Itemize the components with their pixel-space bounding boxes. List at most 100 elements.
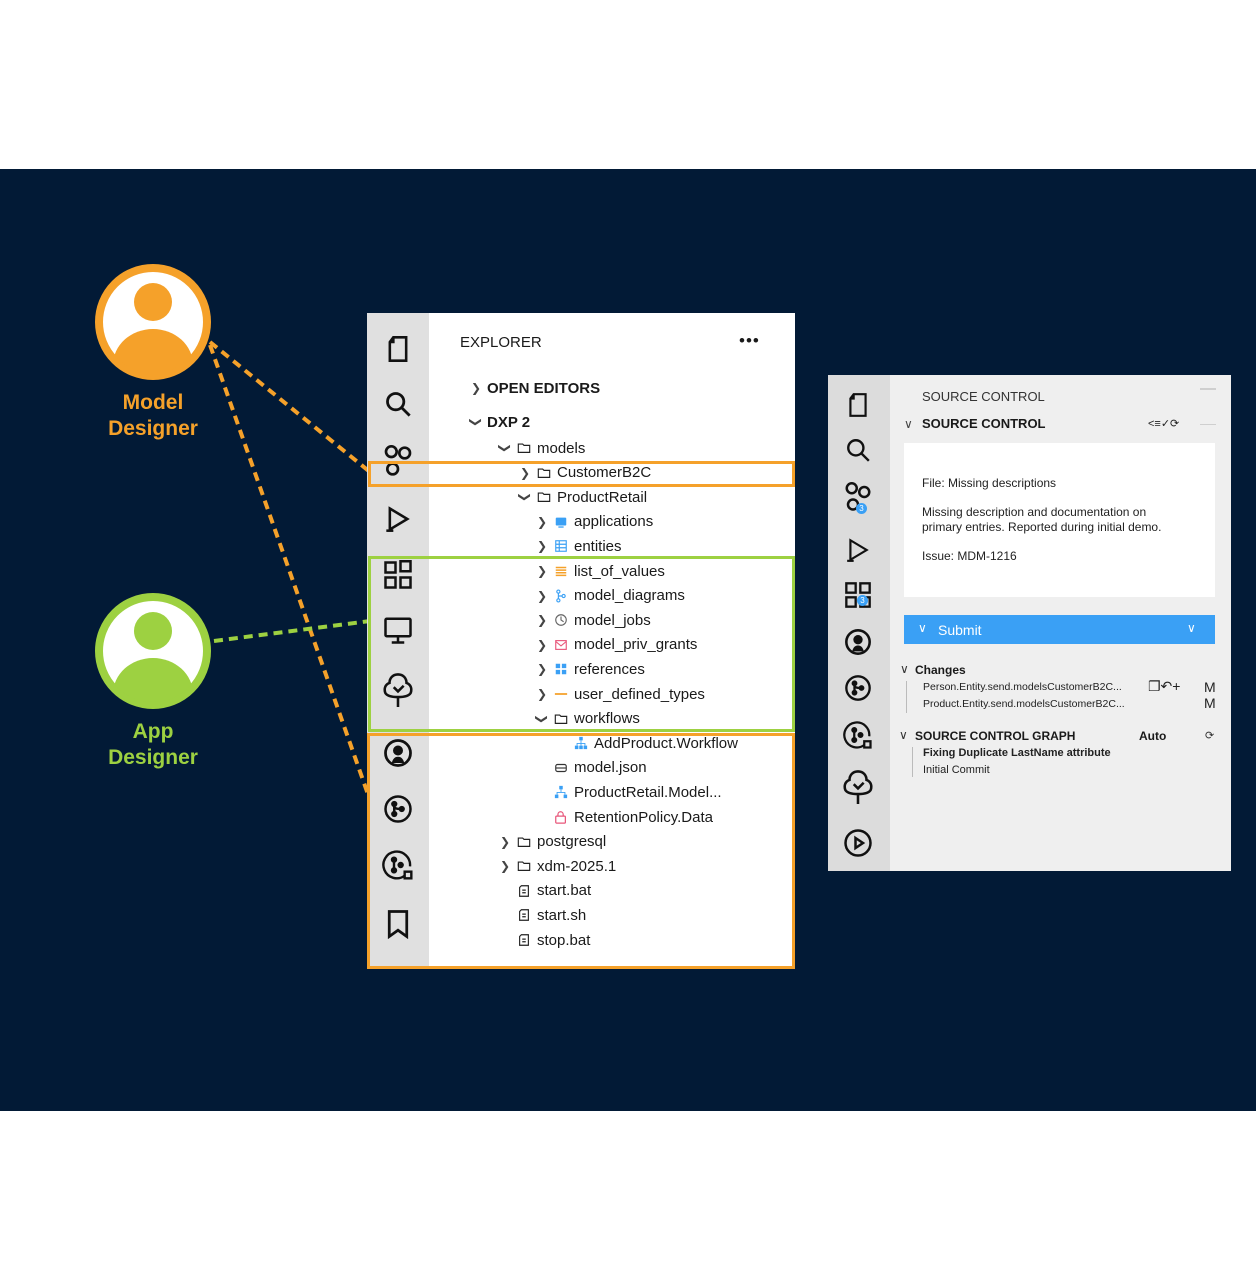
change-item[interactable]: Person.Entity.send.modelsCustomerB2C... [923,681,1122,693]
dropdown-chevron-icon[interactable]: ∨ [1187,621,1196,635]
explorer-panel: EXPLORER ••• ❯ OPEN EDITORS ❯ DXP 2 ❯mod… [367,313,795,968]
tree-item-label: postgresql [537,833,607,851]
folder-icon [516,440,532,456]
changes-badge: 3 [856,503,867,514]
chevron-right-icon: ❯ [536,539,548,554]
apps-grid-icon[interactable] [844,581,872,609]
open-editors-section[interactable]: ❯ OPEN EDITORS [469,376,600,400]
git-branch-icon[interactable] [844,674,872,702]
apps-grid-icon[interactable] [383,560,413,590]
monitor-icon[interactable] [383,615,413,645]
tree-item[interactable]: ❯workflows [535,707,640,731]
tree-item[interactable]: model.json [535,756,647,780]
lock-icon [553,809,569,825]
tree-item-label: CustomerB2C [557,464,652,482]
change-status: M [1204,695,1216,711]
tree-icon[interactable] [841,768,875,806]
tree-item-label: references [574,660,645,678]
tree-icon[interactable] [381,671,415,709]
message-line: Issue: MDM-1216 [922,549,1017,563]
commit-item[interactable]: Initial Commit [923,764,990,776]
source-control-toolbar[interactable]: <≡✓⟳ [1148,418,1180,430]
entities-icon [553,538,569,554]
project-section[interactable]: ❯ DXP 2 [469,410,530,434]
commit-message-box[interactable]: File: Missing descriptions Missing descr… [904,443,1215,597]
references-icon [553,661,569,677]
github-icon[interactable] [383,738,413,768]
tree-item[interactable]: ❯model_jobs [535,608,651,632]
tree-item-label: entities [574,537,622,555]
tree-item[interactable]: ❯list_of_values [535,559,665,583]
tree-item[interactable]: start.sh [498,903,586,927]
refresh-icon[interactable]: ⟳ [1205,730,1215,742]
tree-item[interactable]: AddProduct.Workflow [555,731,738,755]
tree-item[interactable]: stop.bat [498,928,590,952]
tree-item[interactable]: start.bat [498,879,591,903]
tree-guide [906,681,907,713]
tree-item-label: model_jobs [574,611,651,629]
changes-header[interactable]: Changes [915,663,966,677]
tree-item-label: applications [574,513,654,531]
search-icon[interactable] [845,437,871,463]
panel-minimize[interactable] [1200,388,1216,390]
tree-item-label: models [537,439,586,457]
diagram-icon [553,588,569,604]
tree-item[interactable]: ❯model_diagrams [535,584,685,608]
source-control-section[interactable]: SOURCE CONTROL [922,416,1046,431]
file-icon[interactable] [384,335,412,363]
chevron-right-icon: ❯ [536,514,548,529]
tree-item-label: list_of_values [574,562,665,580]
chevron-down-icon: ❯ [518,492,532,503]
model-designer-highlight-top [368,461,795,487]
file-icon[interactable] [845,392,871,418]
chevron-right-icon: ❯ [519,465,531,480]
git-graph-icon[interactable] [382,849,414,881]
folder-icon [536,465,552,481]
run-icon[interactable] [384,505,412,533]
bookmark-icon[interactable] [385,909,411,939]
play-circle-icon[interactable] [843,828,873,858]
graph-header[interactable]: SOURCE CONTROL GRAPH [915,729,1076,743]
tree-item[interactable]: ❯models [498,436,585,460]
tree-item[interactable]: ❯ entities [535,534,622,558]
git-graph-icon[interactable] [843,720,873,750]
app-designer-line [213,619,371,643]
tree-item[interactable]: ❯user_defined_types [535,682,705,706]
tree-item[interactable]: ❯ postgresql [498,830,606,854]
change-item[interactable]: Product.Entity.send.modelsCustomerB2C... [923,698,1125,710]
run-icon[interactable] [845,537,871,563]
app-designer-label: App Designer [108,720,198,769]
application-icon [553,514,569,530]
more-actions-button[interactable]: ••• [739,331,760,350]
model-designer-highlight-bottom [367,733,795,969]
dash-icon [553,686,569,702]
tree-item-label: workflows [574,710,640,728]
change-actions[interactable]: ❐↶+ [1148,678,1181,694]
activity-bar [367,313,429,968]
explorer-title: EXPLORER [460,334,542,351]
activity-bar: 3 3 [828,375,890,871]
github-icon[interactable] [844,628,872,656]
database-icon [553,760,569,776]
source-control-title: SOURCE CONTROL [922,389,1045,404]
commit-item[interactable]: Fixing Duplicate LastName attribute [923,747,1111,759]
chevron-right-icon: ❯ [536,588,548,603]
user-avatar-icon [95,264,211,380]
submit-button[interactable]: ∨ Submit ∨ [904,615,1215,644]
submit-label: Submit [938,622,982,638]
graph-mode[interactable]: Auto [1139,729,1167,743]
tree-item[interactable]: ProductRetail.Model... [535,780,722,804]
chevron-right-icon: ❯ [499,834,511,849]
tree-item[interactable]: ❯xdm-2025.1 [498,854,616,878]
separator [1200,424,1216,425]
tree-item[interactable]: ❯references [535,657,645,681]
tree-item[interactable]: ❯ CustomerB2C [518,461,651,485]
tree-item[interactable]: ❯ applications [535,510,653,534]
search-icon[interactable] [384,390,412,418]
model-designer-line-bottom [208,344,372,801]
tree-item[interactable]: ❯model_priv_grants [535,633,697,657]
tree-item[interactable]: RetentionPolicy.Data [535,805,713,829]
tree-item[interactable]: ❯ProductRetail [518,485,647,509]
git-branch-icon[interactable] [383,794,413,824]
